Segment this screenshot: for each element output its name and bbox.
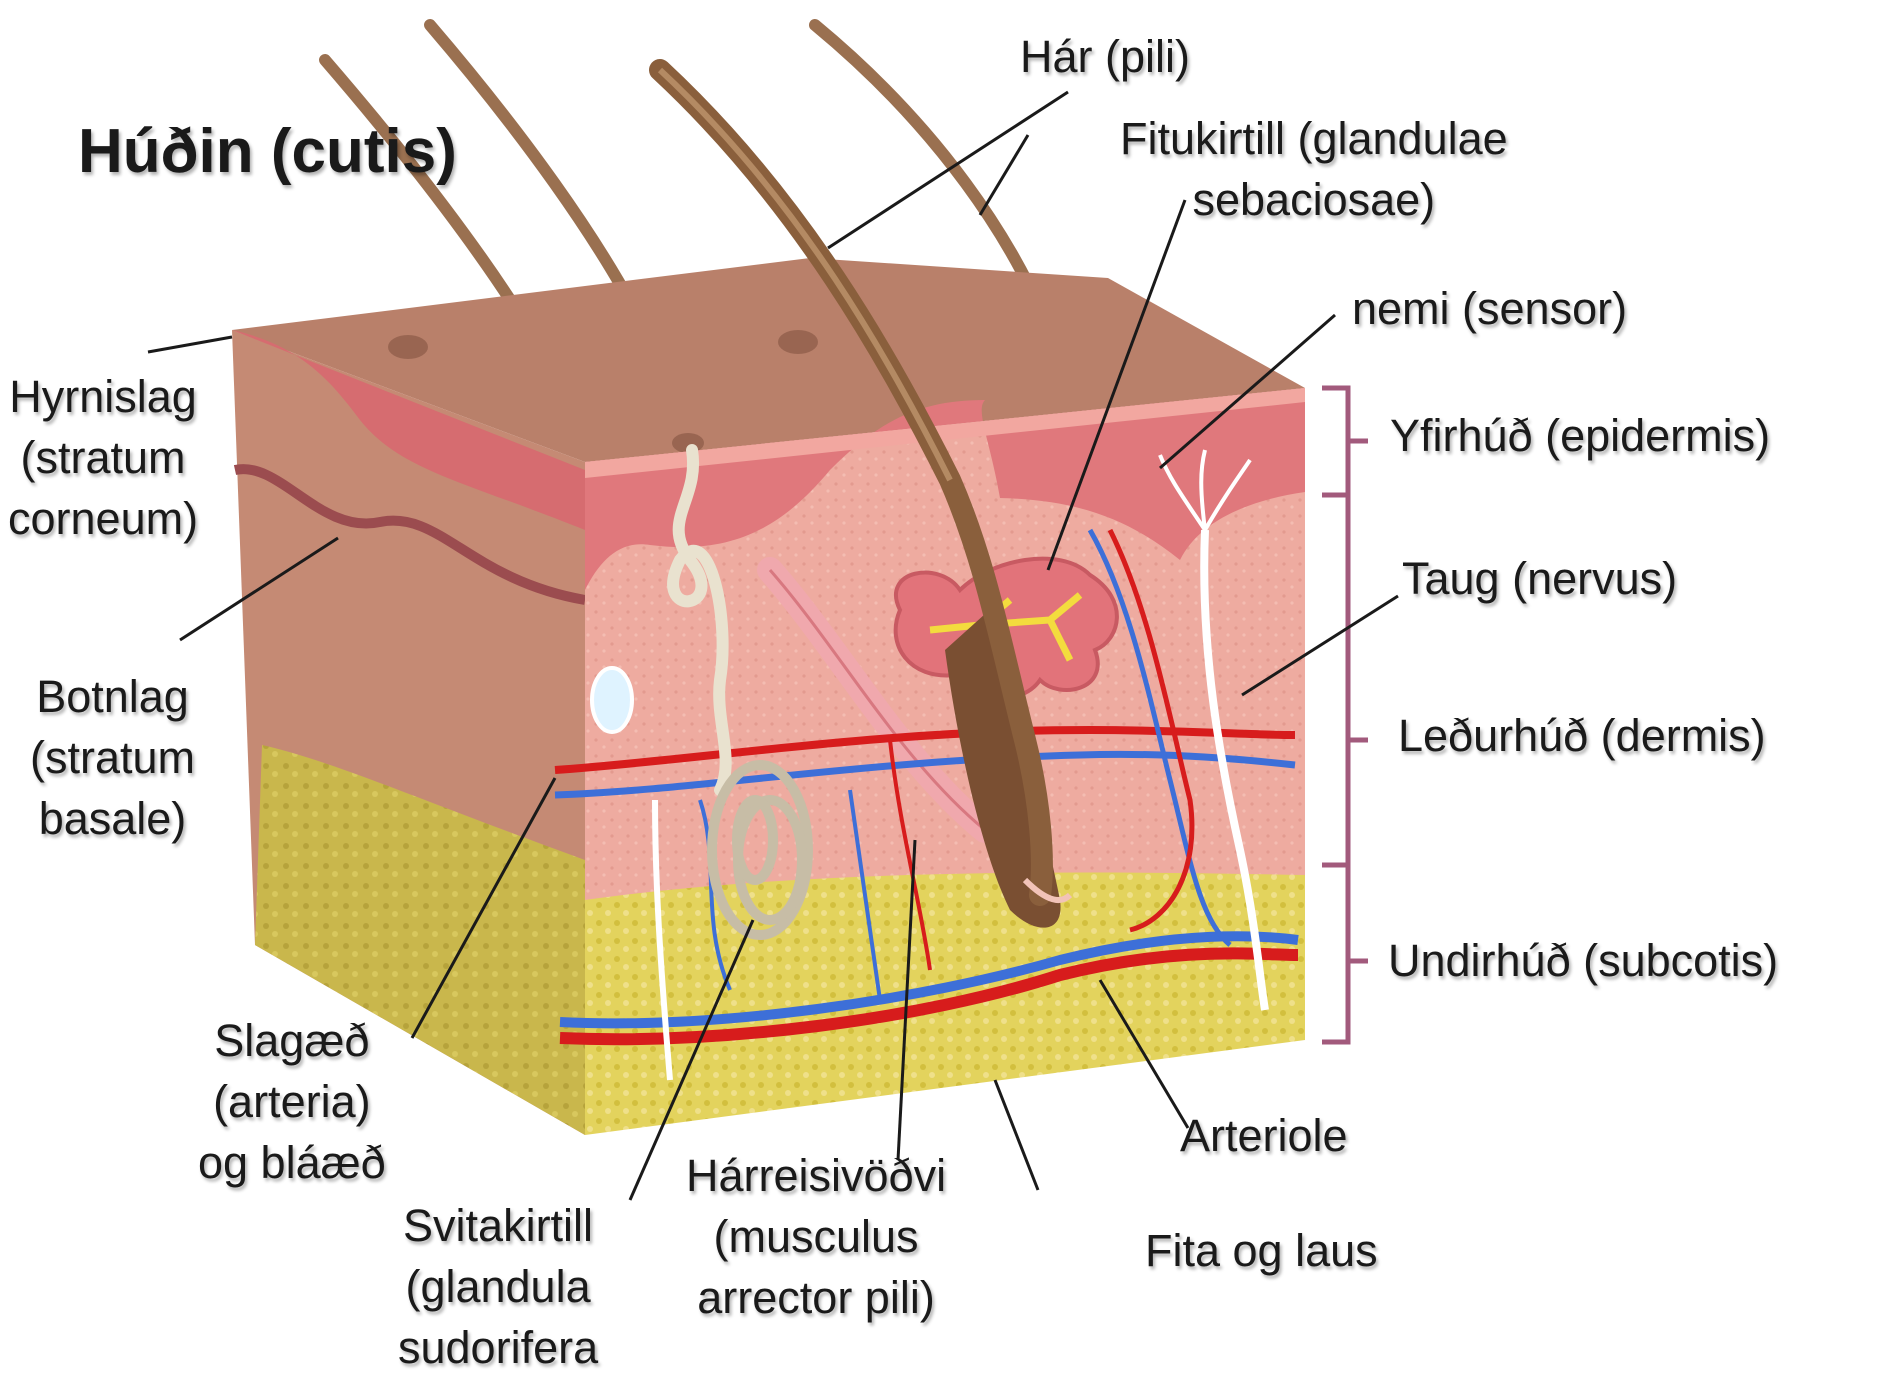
label-fitukirtill-line2: sebaciosae) (1120, 169, 1508, 230)
label-svitakirtill-line1: Svitakirtill (398, 1195, 598, 1256)
label-svitakirtill-line3: sudorifera (398, 1317, 598, 1378)
label-hyrnislag-line2: (stratum (8, 427, 198, 488)
label-harreisivodvi-line2: (musculus (686, 1206, 946, 1267)
label-slagaed-line1: Slagæð (198, 1010, 386, 1071)
label-svitakirtill-line2: (glandula (398, 1256, 598, 1317)
label-slagaed-line3: og bláæð (198, 1132, 386, 1193)
label-svitakirtill: Svitakirtill (glandula sudorifera (398, 1195, 598, 1378)
label-fitukirtill-line1: Fitukirtill (glandulae (1120, 108, 1508, 169)
label-har: Hár (pili) (1020, 26, 1190, 87)
label-hyrnislag: Hyrnislag (stratum corneum) (8, 366, 198, 549)
label-nemi: nemi (sensor) (1352, 278, 1627, 339)
label-harreisivodvi: Hárreisivöðvi (musculus arrector pili) (686, 1145, 946, 1328)
label-botnlag-line2: (stratum (30, 727, 195, 788)
label-arteriole: Arteriole (1180, 1105, 1348, 1166)
label-harreisivodvi-line3: arrector pili) (686, 1267, 946, 1328)
layer-bracket (1322, 388, 1368, 1042)
pacinian-sensor (592, 668, 632, 732)
label-slagaed: Slagæð (arteria) og bláæð (198, 1010, 386, 1193)
label-botnlag-line1: Botnlag (30, 666, 195, 727)
label-ledurhud: Leðurhúð (dermis) (1398, 705, 1766, 766)
label-undirhud: Undirhúð (subcotis) (1388, 930, 1778, 991)
label-yfirhud: Yfirhúð (epidermis) (1390, 405, 1770, 466)
label-botnlag: Botnlag (stratum basale) (30, 666, 195, 849)
label-fita: Fita og laus (1145, 1220, 1378, 1281)
label-harreisivodvi-line1: Hárreisivöðvi (686, 1145, 946, 1206)
label-hyrnislag-line1: Hyrnislag (8, 366, 198, 427)
label-hyrnislag-line3: corneum) (8, 488, 198, 549)
label-slagaed-line2: (arteria) (198, 1071, 386, 1132)
label-fitukirtill: Fitukirtill (glandulae sebaciosae) (1120, 108, 1508, 230)
label-taug: Taug (nervus) (1402, 548, 1677, 609)
label-botnlag-line3: basale) (30, 788, 195, 849)
diagram-title: Húðin (cutis) (78, 116, 457, 188)
